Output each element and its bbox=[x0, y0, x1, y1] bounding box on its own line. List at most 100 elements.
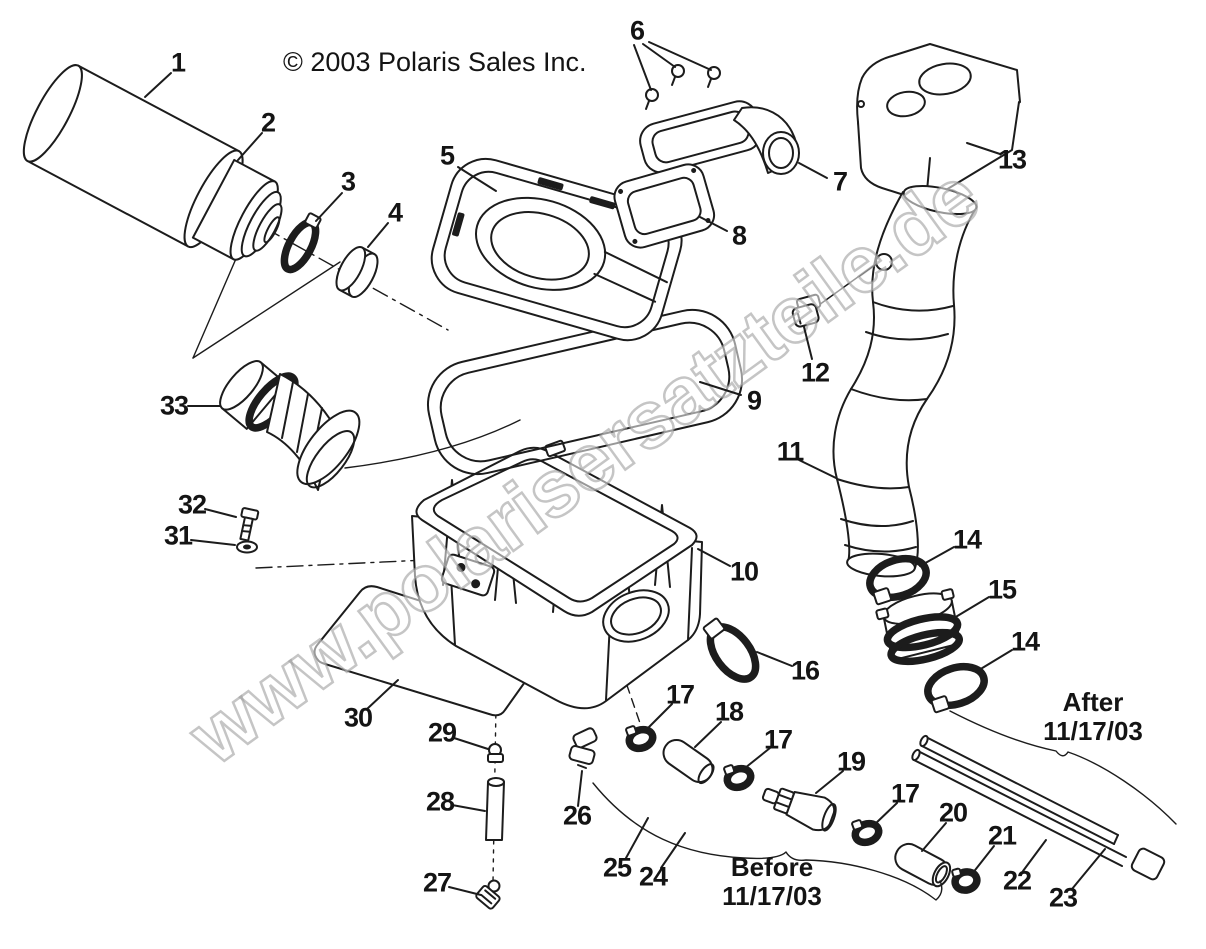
callout-14: 14 bbox=[952, 524, 982, 555]
callout-9: 9 bbox=[746, 385, 762, 416]
part-26-clip bbox=[568, 727, 598, 769]
part-10-air-box bbox=[411, 439, 703, 710]
callout-28: 28 bbox=[425, 786, 455, 817]
callout-5: 5 bbox=[439, 140, 455, 171]
callout-3: 3 bbox=[340, 166, 356, 197]
leader-line-28 bbox=[451, 804, 486, 812]
leader-line-17 bbox=[744, 747, 771, 769]
leader-line-5 bbox=[457, 166, 497, 192]
part-14-clamp-upper bbox=[866, 554, 930, 606]
part-28-drain-tube bbox=[485, 777, 505, 841]
leader-line-23 bbox=[1071, 848, 1106, 890]
part-23-vent-tube bbox=[911, 748, 1166, 881]
part-2-filter-element bbox=[191, 158, 283, 261]
part-8-bracket-plate bbox=[613, 163, 716, 249]
callout-21: 21 bbox=[987, 820, 1017, 851]
leader-line-6 bbox=[633, 44, 652, 91]
part-27-drain-valve bbox=[475, 879, 501, 910]
callout-19: 19 bbox=[836, 746, 866, 777]
part-31-washer bbox=[236, 540, 258, 554]
callout-25: 25 bbox=[602, 852, 632, 883]
leader-line-20 bbox=[921, 822, 947, 852]
before-date-label: Before 11/17/03 bbox=[722, 852, 822, 911]
part-12-clip bbox=[791, 263, 877, 328]
part-7-intake-duct bbox=[639, 100, 800, 175]
part-17-clamp bbox=[625, 725, 657, 753]
callout-17: 17 bbox=[665, 679, 695, 710]
part-19-valve bbox=[761, 787, 837, 832]
screw-icon bbox=[645, 88, 659, 110]
callout-33: 33 bbox=[159, 390, 189, 421]
callout-17: 17 bbox=[763, 724, 793, 755]
leader-lines bbox=[144, 41, 1106, 896]
part-16-clamp bbox=[702, 617, 760, 683]
part-17-clamp bbox=[723, 764, 755, 792]
callout-10: 10 bbox=[729, 556, 759, 587]
part-9-seal bbox=[426, 308, 744, 476]
callout-4: 4 bbox=[387, 197, 403, 228]
part-33-intake-boot bbox=[219, 360, 521, 491]
part-4-spacer bbox=[335, 246, 379, 298]
group-brackets bbox=[592, 710, 1177, 901]
callout-16: 16 bbox=[790, 655, 820, 686]
leader-line-30 bbox=[366, 679, 399, 710]
leader-line-32 bbox=[204, 508, 237, 518]
callout-14: 14 bbox=[1010, 626, 1040, 657]
part-3-clamp bbox=[280, 212, 322, 274]
callout-26: 26 bbox=[562, 800, 592, 831]
part-14-clamp-lower bbox=[924, 662, 988, 714]
leader-line-27 bbox=[448, 886, 482, 896]
leader-line-11 bbox=[798, 459, 837, 479]
leader-line-7 bbox=[798, 162, 828, 179]
callout-32: 32 bbox=[177, 489, 207, 520]
leader-line-24 bbox=[660, 832, 686, 869]
leader-line-1 bbox=[144, 72, 172, 98]
leader-line-29 bbox=[453, 737, 489, 750]
leader-line-31 bbox=[190, 539, 236, 546]
leader-line-6 bbox=[642, 43, 676, 68]
leader-line-14 bbox=[978, 649, 1013, 671]
leader-line-10 bbox=[697, 548, 731, 567]
callout-22: 22 bbox=[1002, 865, 1032, 896]
callout-24: 24 bbox=[638, 861, 668, 892]
callout-27: 27 bbox=[422, 867, 452, 898]
leader-line-9 bbox=[699, 381, 742, 396]
callout-20: 20 bbox=[938, 797, 968, 828]
part-22-vent-tube bbox=[919, 734, 1119, 845]
part-15-adapter bbox=[875, 588, 964, 666]
callout-31: 31 bbox=[163, 520, 193, 551]
leader-line-18 bbox=[694, 721, 722, 748]
callout-23: 23 bbox=[1048, 882, 1078, 913]
part-18-hose bbox=[662, 738, 715, 785]
leader-line-17 bbox=[647, 703, 673, 729]
leader-line-14 bbox=[919, 546, 955, 567]
part-17-clamp bbox=[851, 819, 883, 847]
leader-line-19 bbox=[815, 770, 844, 794]
callout-1: 1 bbox=[170, 47, 186, 78]
leader-line-2 bbox=[237, 132, 263, 161]
callout-30: 30 bbox=[343, 702, 373, 733]
leader-line-16 bbox=[756, 651, 793, 667]
after-date-label: After 11/17/03 bbox=[1043, 687, 1143, 746]
callout-11: 11 bbox=[776, 436, 805, 467]
callout-2: 2 bbox=[260, 107, 276, 138]
part-20-hose bbox=[894, 842, 952, 888]
callout-15: 15 bbox=[987, 574, 1017, 605]
leader-line-15 bbox=[953, 596, 990, 619]
callout-13: 13 bbox=[997, 144, 1027, 175]
leader-line-22 bbox=[1022, 839, 1047, 872]
leader-line-12 bbox=[803, 326, 813, 360]
copyright-text: © 2003 Polaris Sales Inc. bbox=[283, 47, 587, 77]
leader-line-13 bbox=[966, 142, 1001, 155]
part-13-intake-cover bbox=[856, 43, 1021, 203]
leader-line-6 bbox=[648, 41, 712, 71]
callout-29: 29 bbox=[427, 717, 457, 748]
callout-17: 17 bbox=[890, 778, 920, 809]
leader-line-4 bbox=[367, 222, 389, 248]
part-6-screws bbox=[645, 64, 721, 110]
callout-8: 8 bbox=[731, 220, 747, 251]
screw-icon bbox=[671, 64, 685, 86]
leader-line-3 bbox=[315, 192, 343, 222]
